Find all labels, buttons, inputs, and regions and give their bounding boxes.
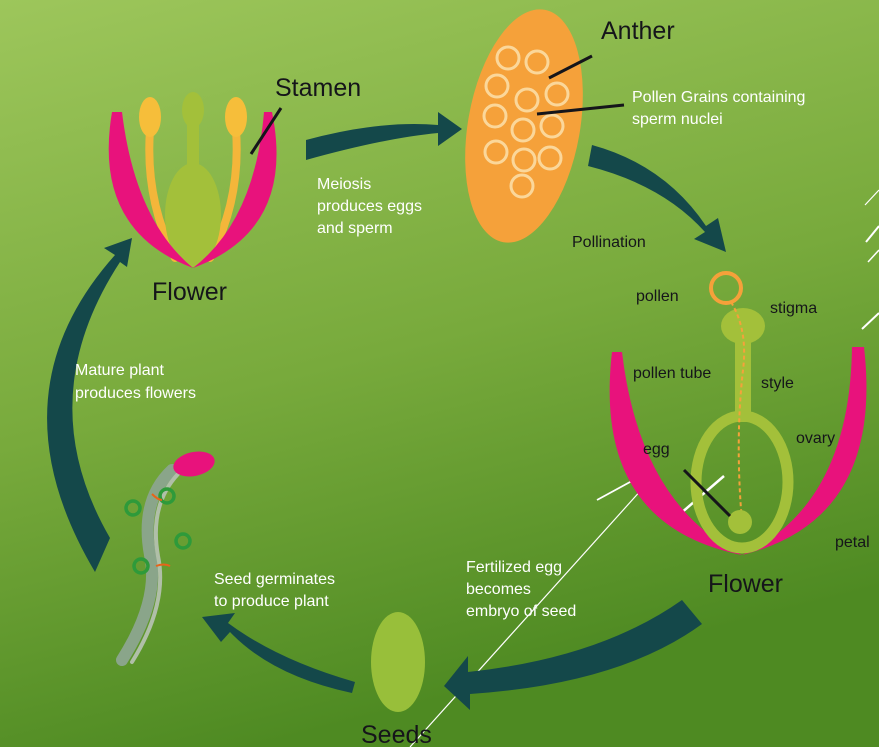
style-label: style xyxy=(761,375,794,392)
seed-illustration xyxy=(371,612,425,712)
fertilized-label-line-3: embryo of seed xyxy=(466,603,576,620)
petal-label: petal xyxy=(835,534,870,551)
mature-plant-label-line-1: Mature plant xyxy=(75,362,164,379)
stigma-label: stigma xyxy=(770,300,817,317)
meiosis-label-line-1: Meiosis xyxy=(317,176,371,193)
anther-right-icon xyxy=(225,97,247,137)
mature-plant-label-line-2: produces flowers xyxy=(75,385,196,402)
pollen-grains-label-line-1: Pollen Grains containing xyxy=(632,89,805,106)
pollen-grains-label-line-2: sperm nuclei xyxy=(632,111,723,128)
ovary-label: ovary xyxy=(796,430,835,447)
egg-label: egg xyxy=(643,441,670,458)
stamen-label: Stamen xyxy=(275,74,361,102)
fertilized-label-line-1: Fertilized egg xyxy=(466,559,562,576)
meiosis-label-line-3: and sperm xyxy=(317,220,393,237)
pollen-label: pollen xyxy=(636,288,679,305)
seeds-label: Seeds xyxy=(361,721,432,747)
flower-top-label: Flower xyxy=(152,278,227,306)
meiosis-label-line-2: produces eggs xyxy=(317,198,422,215)
pollination-label: Pollination xyxy=(572,234,646,251)
flower-right-label: Flower xyxy=(708,570,783,598)
anther-label: Anther xyxy=(601,17,675,45)
seed-germinates-label-line-2: to produce plant xyxy=(214,593,329,610)
fertilized-label-line-2: becomes xyxy=(466,581,531,598)
seed-icon xyxy=(371,612,425,712)
pollen-tube-label: pollen tube xyxy=(633,365,711,382)
egg-icon xyxy=(728,510,752,534)
seed-germinates-label-line-1: Seed germinates xyxy=(214,571,335,588)
anther-left-icon xyxy=(139,97,161,137)
